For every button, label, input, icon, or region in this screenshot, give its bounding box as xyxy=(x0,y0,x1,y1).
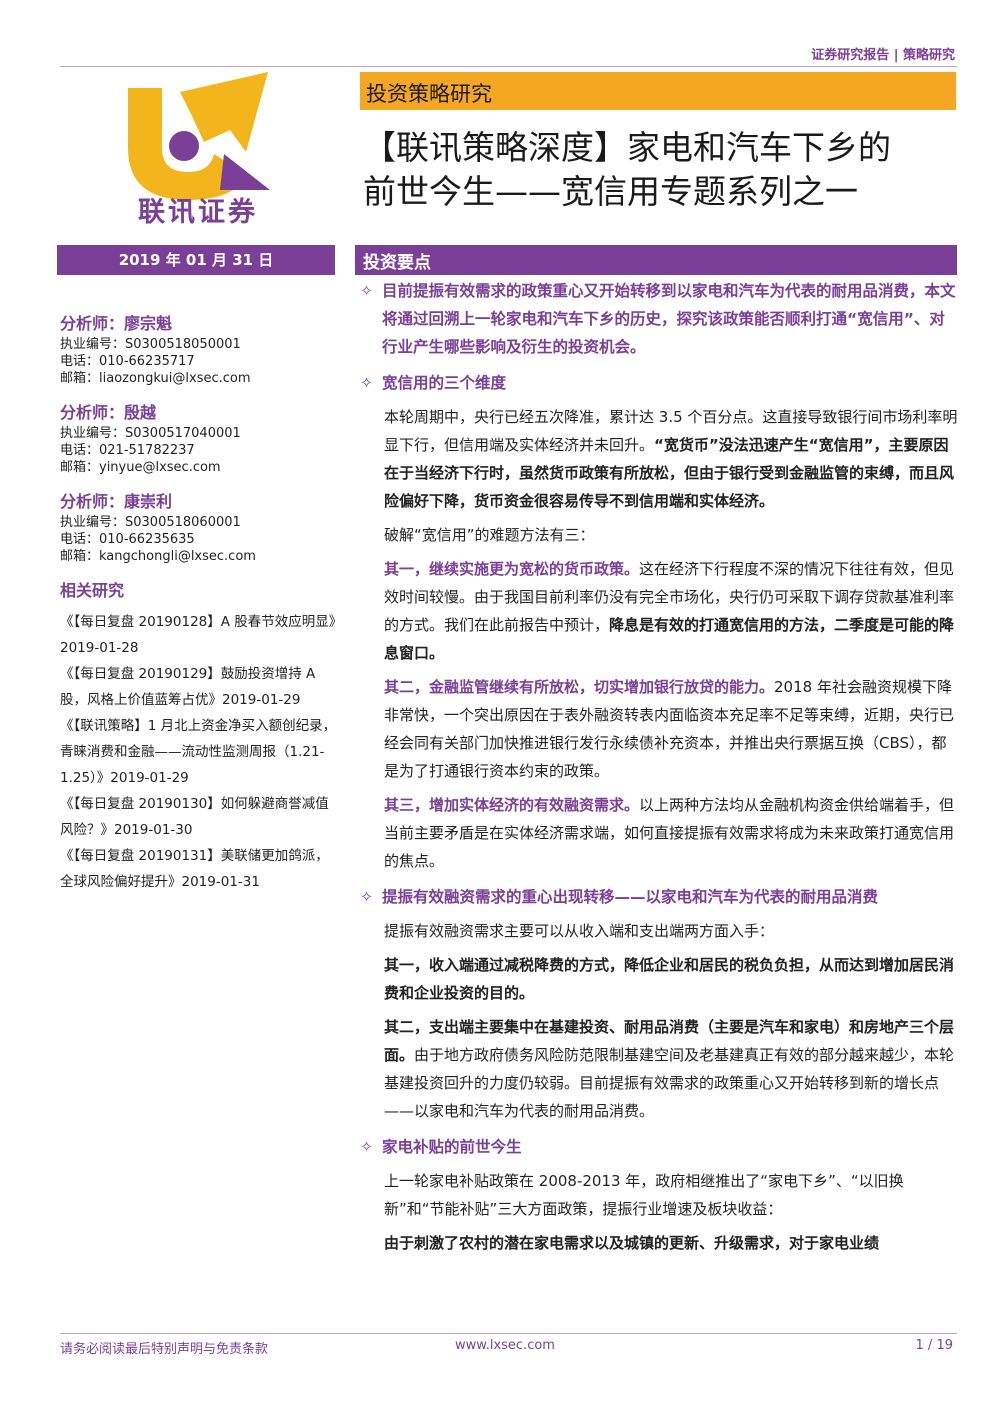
company-logo-text: 联讯证券 xyxy=(138,197,258,228)
section-heading: ✧ 家电补贴的前世今生 xyxy=(360,1133,960,1161)
analyst-license: 执业编号：S0300518050001 xyxy=(60,337,241,352)
paragraph: 其一，继续实施更为宽松的货币政策。这在经济下行程度不深的情况下往往有效，但见效时… xyxy=(384,560,955,662)
paragraph: 上一轮家电补贴政策在 2008-2013 年，政府相继推出了“家电下乡”、“以旧… xyxy=(384,1172,904,1218)
diamond-bullet-icon: ✧ xyxy=(360,374,373,392)
key-points-title: 投资要点 xyxy=(363,253,431,273)
footer-divider xyxy=(60,1333,957,1334)
analyst-license: 执业编号：S0300517040001 xyxy=(60,426,241,441)
paragraph: 其一，收入端通过减税降费的方式，降低企业和居民的税负负担，从而达到增加居民消费和… xyxy=(384,956,955,1002)
related-research-item[interactable]: 《【每日复盘 20190130】如何躲避商誉减值风险？》2019-01-30 xyxy=(60,796,329,838)
analyst-phone: 电话：010-66235717 xyxy=(60,354,195,369)
left-column: 分析师：廖宗魁 执业编号：S0300518050001 电话：010-66235… xyxy=(60,310,340,895)
key-points-body: ✧ 目前提振有效需求的政策重心又开始转移到以家电和汽车为代表的耐用品消费，本文将… xyxy=(360,275,960,1257)
report-date: 2019 年 01 月 31 日 xyxy=(118,251,274,269)
analyst-card: 分析师：康崇利 执业编号：S0300518060001 电话：010-66235… xyxy=(60,488,340,565)
report-type-label: 投资策略研究 xyxy=(366,82,492,106)
date-banner: 2019 年 01 月 31 日 xyxy=(57,245,335,275)
page-number: 1 / 19 xyxy=(915,1338,953,1353)
key-points-banner: 投资要点 xyxy=(355,245,957,275)
analyst-license: 执业编号：S0300518060001 xyxy=(60,515,241,530)
section-heading: ✧ 宽信用的三个维度 xyxy=(360,369,960,397)
analyst-name: 分析师：殷越 xyxy=(60,403,157,422)
diamond-bullet-icon: ✧ xyxy=(360,282,373,300)
analyst-phone: 电话：021-51782237 xyxy=(60,443,195,458)
paragraph: 提振有效融资需求主要可以从收入端和支出端两方面入手： xyxy=(384,922,775,940)
analyst-email[interactable]: 邮箱：liaozongkui@lxsec.com xyxy=(60,371,251,386)
report-category: 证券研究报告 | 策略研究 xyxy=(811,48,955,63)
analyst-name: 分析师：康崇利 xyxy=(60,492,173,511)
related-research-item[interactable]: 《【每日复盘 20190128】A 股春节效应明显》2019-01-28 xyxy=(60,614,336,656)
related-research-item[interactable]: 《【每日复盘 20190131】美联储更加鸽派，全球风险偏好提升》2019-01… xyxy=(60,848,329,890)
paragraph: 其二，支出端主要集中在基建投资、耐用品消费（主要是汽车和家电）和房地产三个层面。… xyxy=(384,1018,955,1120)
paragraph: 本轮周期中，央行已经五次降准，累计达 3.5 个百分点。这直接导致银行间市场利率… xyxy=(384,408,958,510)
related-research-item[interactable]: 《【每日复盘 20190129】鼓励投资增持 A 股，风格上价值蓝筹占优》201… xyxy=(60,666,316,708)
report-type-banner: 投资策略研究 xyxy=(360,72,956,110)
footer-disclaimer[interactable]: 请务必阅读最后特别声明与免责条款 xyxy=(60,1342,269,1357)
report-title-line2: 前世今生——宽信用专题系列之一 xyxy=(363,172,858,211)
paragraph: 其二，金融监管继续有所放松，切实增加银行放贷的能力。2018 年社会融资规模下降… xyxy=(384,678,955,780)
paragraph: 破解“宽信用”的难题方法有三： xyxy=(384,526,595,544)
section-heading: ✧ 提振有效融资需求的重心出现转移——以家电和汽车为代表的耐用品消费 xyxy=(360,883,960,911)
analyst-card: 分析师：殷越 执业编号：S0300517040001 电话：021-517822… xyxy=(60,399,340,476)
analyst-email[interactable]: 邮箱：yinyue@lxsec.com xyxy=(60,460,221,475)
header-divider xyxy=(60,66,957,67)
paragraph: 由于刺激了农村的潜在家电需求以及城镇的更新、升级需求，对于家电业绩 xyxy=(384,1234,880,1252)
summary-intro: ✧ 目前提振有效需求的政策重心又开始转移到以家电和汽车为代表的耐用品消费，本文将… xyxy=(360,277,960,361)
company-logo-icon xyxy=(128,72,270,200)
report-title: 【联讯策略深度】家电和汽车下乡的 前世今生——宽信用专题系列之一 xyxy=(363,126,958,214)
paragraph: 其三，增加实体经济的有效融资需求。以上两种方法均从金融机构资金供给端着手，但当前… xyxy=(384,796,955,870)
related-research-item[interactable]: 《【联讯策略】1 月北上资金净买入额创纪录，青睐消费和金融——流动性监测周报（1… xyxy=(60,718,337,786)
footer-website-link[interactable]: www.lxsec.com xyxy=(455,1338,555,1353)
report-title-line1: 【联讯策略深度】家电和汽车下乡的 xyxy=(363,128,891,167)
analyst-name: 分析师：廖宗魁 xyxy=(60,314,173,333)
analyst-card: 分析师：廖宗魁 执业编号：S0300518050001 电话：010-66235… xyxy=(60,310,340,387)
diamond-bullet-icon: ✧ xyxy=(360,888,373,906)
analyst-phone: 电话：010-66235635 xyxy=(60,532,195,547)
analyst-email[interactable]: 邮箱：kangchongli@lxsec.com xyxy=(60,549,256,564)
diamond-bullet-icon: ✧ xyxy=(360,1138,373,1156)
related-research-title: 相关研究 xyxy=(60,581,125,600)
